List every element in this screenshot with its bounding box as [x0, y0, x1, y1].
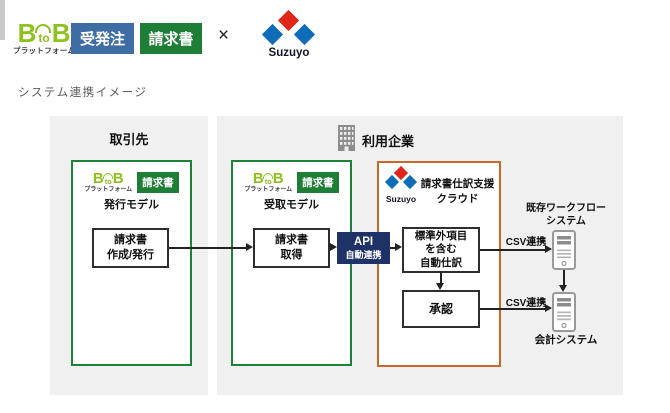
- partner-panel-title: 取引先: [109, 132, 149, 147]
- btob-logo-wordmark: B to B: [18, 20, 71, 46]
- logo-arc-icon: [102, 172, 113, 179]
- arrow-auto-to-workflow-line: [480, 249, 546, 251]
- accounting-system-label: 会計システム: [534, 334, 598, 346]
- accounting-server-icon: [552, 292, 576, 332]
- cross-symbol: ×: [218, 25, 230, 46]
- workflow-server-icon: [552, 230, 576, 270]
- arrow-issue-to-get-head: [246, 243, 253, 251]
- logo-arc-icon: [262, 172, 273, 179]
- workflow-system-label: 既存ワークフロー システム: [526, 203, 606, 227]
- logo-subtitle: プラットフォーム: [13, 46, 76, 55]
- arrow-auto-to-approval-head: [436, 283, 444, 290]
- arrow-auto-to-approval-line: [440, 273, 442, 284]
- cloud-service-title: 請求書仕訳支援 クラウド: [420, 178, 495, 205]
- user-panel-title: 利用企業: [362, 134, 415, 149]
- suzuyo-wordmark: Suzuyo: [268, 47, 310, 59]
- btob-platform-logo: B to B プラットフォーム: [13, 20, 75, 55]
- csv-link-label-bottom: CSV連携: [505, 298, 547, 309]
- logo-arc-icon: [35, 24, 52, 33]
- arrow-approval-to-accounting-head: [545, 304, 552, 312]
- suzuyo-blue-diamond-icon: [293, 23, 316, 46]
- arrow-approval-to-accounting-line: [480, 308, 546, 310]
- invoice-get-box: 請求書 取得: [253, 228, 330, 268]
- arrow-issue-to-get-line: [169, 247, 246, 249]
- building-icon: [338, 125, 355, 151]
- section-title: システム連携イメージ: [18, 87, 148, 99]
- suzuyo-wordmark: Suzuyo: [385, 194, 417, 204]
- arrow-server-to-server-line: [563, 270, 565, 286]
- arrow-auto-to-workflow-head: [545, 245, 552, 253]
- left-edge-strip: [0, 0, 5, 40]
- suzuyo-blue-diamond-icon: [402, 174, 418, 190]
- suzuyo-blue-diamond-icon: [261, 23, 284, 46]
- arrow-api-to-auto-line: [390, 247, 396, 249]
- logo-letter: B: [17, 18, 37, 48]
- logo-letter: B: [51, 18, 71, 48]
- approval-box: 承認: [402, 290, 480, 328]
- suzuyo-red-diamond-icon: [277, 9, 300, 32]
- invoice-badge-header: 請求書: [140, 23, 202, 54]
- invoice-badge-receiving: 請求書: [297, 171, 339, 193]
- issuing-model-label: 発行モデル: [104, 199, 159, 211]
- arrow-server-to-server-head: [559, 285, 567, 292]
- suzuyo-blue-diamond-icon: [384, 174, 400, 190]
- invoice-create-issue-box: 請求書 作成/発行: [92, 228, 169, 268]
- auto-journal-box: 標準外項目 を含む 自動仕訳: [402, 227, 480, 273]
- invoice-badge-issuing: 請求書: [137, 171, 179, 193]
- receiving-model-label: 受取モデル: [264, 199, 319, 211]
- orders-badge: 受発注: [71, 23, 134, 54]
- arrow-api-to-auto-head: [395, 243, 402, 251]
- api-auto-link-badge: API 自動連携: [337, 232, 390, 264]
- csv-link-label-top: CSV連携: [505, 237, 547, 248]
- suzuyo-logo-mini: Suzuyo: [384, 165, 418, 206]
- arrow-get-to-api-head: [330, 243, 337, 251]
- suzuyo-logo: Suzuyo: [256, 9, 322, 62]
- logo-to: to: [38, 31, 50, 45]
